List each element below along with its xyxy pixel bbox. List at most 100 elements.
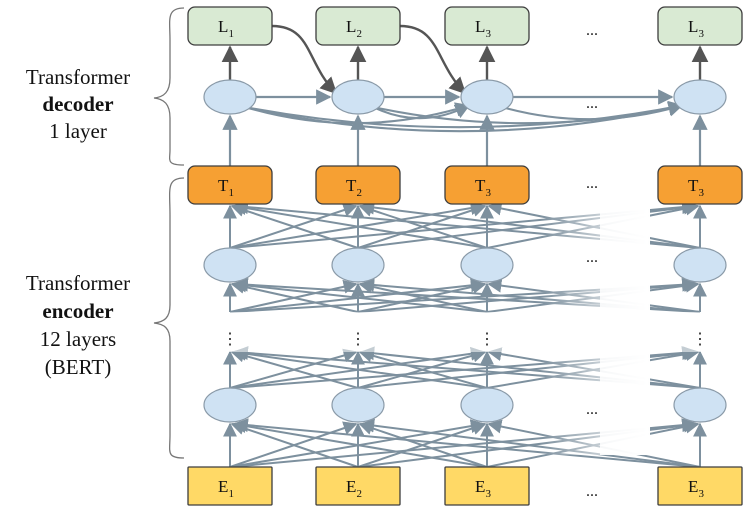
decoder-attention-curve-4 — [245, 101, 684, 133]
output-box-label: L2 — [346, 17, 362, 40]
embed-to-layer1-edge-3-0 — [234, 418, 701, 468]
embedding-box-3: E3 — [444, 466, 530, 506]
middle-to-layer12-edge-2-1 — [358, 279, 488, 313]
output-box-subscript: 3 — [485, 28, 491, 40]
token-box-label: T3 — [688, 176, 704, 199]
token-box-symbol: T — [475, 176, 486, 195]
embedding-box-symbol: E — [218, 477, 228, 496]
embedding-box-label: E2 — [346, 477, 362, 500]
token-box-2: T2 — [315, 165, 401, 205]
output-box-box — [444, 6, 530, 46]
output-box-symbol: L — [475, 17, 485, 36]
embedding-box-subscript: 3 — [698, 488, 704, 500]
encoder-label-line1: Transformer — [26, 271, 130, 295]
decoder-label-line1: Transformer — [26, 65, 130, 89]
embedding-box-symbol: E — [346, 477, 356, 496]
layer12-to-token-edge-2-1 — [358, 203, 488, 249]
token-box-box — [187, 165, 273, 205]
encoder-layer12-node-4 — [673, 247, 727, 283]
embedding-box-subscript: 3 — [485, 488, 491, 500]
output-feedback-arrow-1 — [399, 24, 467, 95]
embed-to-layer1-edge-2-0 — [232, 419, 488, 468]
output-box-symbol: L — [218, 17, 228, 36]
fade-middle — [180, 312, 740, 352]
encoder-layer1-node-1 — [203, 387, 257, 423]
output-box-4: L3 — [657, 6, 743, 46]
embedding-box-box — [187, 466, 273, 506]
output-box-label: L1 — [218, 17, 234, 40]
layer-skip-dots-col3: ⋮ — [479, 331, 495, 348]
output-box-box — [315, 6, 401, 46]
token-box-label: T3 — [475, 176, 491, 199]
token-box-symbol: T — [346, 176, 357, 195]
hidden-nodes — [203, 79, 727, 423]
layer-skip-dots-col4: ⋮ — [692, 331, 708, 348]
output-feedback-arrow-0 — [271, 24, 338, 95]
embedding-box-label: E3 — [688, 477, 704, 500]
decoder-node-ellipsis: ... — [586, 95, 598, 112]
decoder-label-line2: decoder — [42, 92, 113, 116]
output-box-subscript: 2 — [356, 28, 362, 40]
token-box-4: T3 — [657, 165, 743, 205]
middle-to-layer12-edge-1-0 — [230, 279, 359, 313]
output-box-3: L3 — [444, 6, 530, 46]
output-ellipsis: ... — [586, 22, 598, 39]
encoder-layer1-node-2 — [331, 387, 385, 423]
decoder-connections — [221, 24, 709, 166]
embedding-box-1: E1 — [187, 466, 273, 506]
token-box-box — [315, 165, 401, 205]
output-box-label: L3 — [688, 17, 704, 40]
embedding-box-subscript: 1 — [228, 488, 234, 500]
embedding-box-box — [657, 466, 743, 506]
token-box-subscript: 2 — [356, 187, 362, 199]
token-box-box — [657, 165, 743, 205]
layer-skip-dots-col1: ⋮ — [222, 331, 238, 348]
layer12-to-token-edge-2-0 — [232, 201, 488, 249]
output-box-box — [187, 6, 273, 46]
token-box-label: T1 — [218, 176, 234, 199]
embedding-box-label: E1 — [218, 477, 234, 500]
embedding-box-symbol: E — [475, 477, 485, 496]
embed-to-layer1-edge-1-0 — [230, 421, 359, 468]
encoder-label-line4: (BERT) — [45, 355, 111, 379]
encoder-node-ellipsis-top: ... — [586, 249, 598, 266]
embedding-box-box — [315, 466, 401, 506]
encoder-layer1-node-4 — [673, 387, 727, 423]
embedding-box-symbol: E — [688, 477, 698, 496]
embedding-ellipsis: ... — [586, 483, 598, 500]
token-box-1: T1 — [187, 165, 273, 205]
embedding-box-label: E3 — [475, 477, 491, 500]
token-box-subscript: 3 — [698, 187, 704, 199]
middle-to-layer12-edge-2-0 — [232, 278, 488, 313]
layer1-to-upper-edge-2-1 — [358, 348, 488, 389]
output-box-subscript: 1 — [228, 28, 234, 40]
continuation-fade — [180, 205, 740, 455]
output-box-1: L1 — [187, 6, 273, 46]
token-box-box — [444, 165, 530, 205]
encoder-layer12-node-2 — [331, 247, 385, 283]
encoder-brace — [153, 177, 185, 459]
decoder-node-3 — [460, 79, 514, 115]
layer12-to-token-edge-1-0 — [230, 203, 359, 249]
output-box-symbol: L — [346, 17, 356, 36]
output-box-symbol: L — [688, 17, 698, 36]
token-box-label: T2 — [346, 176, 362, 199]
decoder-node-1 — [203, 79, 257, 115]
encoder-layer12-node-1 — [203, 247, 257, 283]
decoder-attention-curve-5 — [373, 104, 471, 120]
token-box-subscript: 1 — [228, 187, 234, 199]
embed-to-layer1-edge-3-1 — [360, 418, 701, 468]
output-box-2: L2 — [315, 6, 401, 46]
embedding-box-2: E2 — [315, 466, 401, 506]
layer1-to-upper-edge-1-0 — [230, 348, 359, 389]
layer-skip-dots-col2: ⋮ — [350, 331, 366, 348]
token-ellipsis: ... — [586, 175, 598, 192]
embedding-box-box — [444, 466, 530, 506]
decoder-brace — [153, 7, 185, 166]
layer1-to-upper-edge-2-0 — [232, 346, 488, 389]
token-box-subscript: 3 — [485, 187, 491, 199]
decoder-node-2 — [331, 79, 385, 115]
token-box-symbol: T — [218, 176, 229, 195]
